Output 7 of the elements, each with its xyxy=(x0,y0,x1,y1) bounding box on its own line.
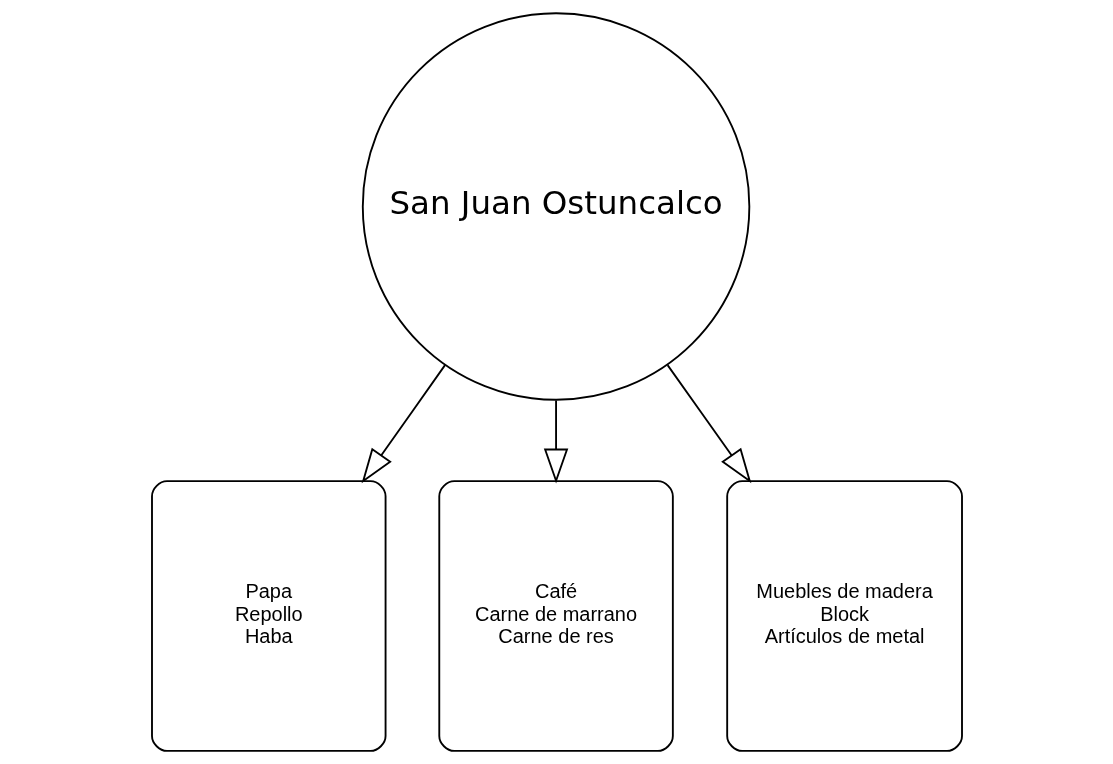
node-circle: San Juan Ostuncalco xyxy=(361,12,750,401)
arrow xyxy=(361,364,446,484)
arrow xyxy=(666,364,751,484)
node-box: Papa Repollo Haba xyxy=(150,480,386,752)
node-box: Café Carne de marrano Carne de res xyxy=(437,480,674,752)
arrow xyxy=(543,399,568,484)
node-box: Muebles de madera Block Artículos de metal xyxy=(725,480,963,752)
